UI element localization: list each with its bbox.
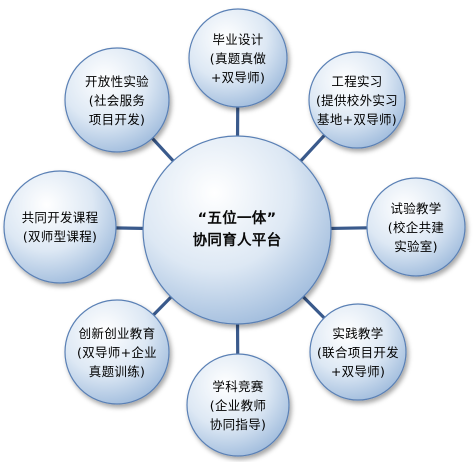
node-label-open-experiment: 开放性实验 (社会服务项目开发) <box>65 48 169 152</box>
node-label-experimental-teaching-line: 试验教学 <box>390 200 442 216</box>
node-label-subject-competition: 学科竞赛 (企业教师协同指导) <box>187 354 289 456</box>
node-subject-competition <box>186 353 290 457</box>
node-label-experimental-teaching: 试验教学 (校企共建实验室) <box>367 178 465 276</box>
node-label-graduation-design: 毕业设计 (真题真做 +双导师) <box>189 9 287 107</box>
node-label-innovation-education-line: (双导师+企业 <box>77 344 157 360</box>
node-label-innovation-education: 创新创业教育 (双导师+企业真题训练) <box>65 300 169 404</box>
node-label-innovation-education-line: 真题训练) <box>88 363 146 379</box>
node-graduation-design <box>188 8 288 108</box>
node-label-joint-curriculum-line: (双师型课程) <box>22 229 98 244</box>
center-label: “五位一体” 协同育人平台 <box>143 136 331 324</box>
node-label-graduation-design-line: 毕业设计 <box>212 31 264 47</box>
node-circles <box>3 8 466 457</box>
node-label-open-experiment-line: 开放性实验 <box>84 73 149 89</box>
node-label-engineering-internship-line: 基地+双导师) <box>317 111 397 127</box>
node-practice-teaching <box>309 303 407 401</box>
node-label-open-experiment-line: (社会服务 <box>88 92 146 108</box>
node-open-experiment <box>64 47 170 153</box>
node-label-practice-teaching-line: 实践教学 <box>332 325 384 341</box>
node-label-open-experiment-line: 项目开发) <box>88 111 146 127</box>
node-label-engineering-internship-line: 工程实习 <box>331 73 383 89</box>
node-label-experimental-teaching-line: (校企共建 <box>387 219 445 235</box>
node-label-joint-curriculum: 共同开发课程 (双师型课程) <box>4 171 116 283</box>
node-label-subject-competition-line: 学科竞赛 <box>212 378 264 394</box>
node-label-experimental-teaching-line: 实验室) <box>394 238 438 254</box>
node-innovation-education <box>64 299 170 405</box>
node-label-practice-teaching-line: (联合项目开发 <box>317 344 399 360</box>
node-label-subject-competition-line: (企业教师 <box>209 397 267 413</box>
node-joint-curriculum <box>3 170 117 284</box>
node-label-innovation-education-line: 创新创业教育 <box>78 325 156 341</box>
node-label-practice-teaching: 实践教学 (联合项目开发 +双导师) <box>310 304 406 400</box>
node-experimental-teaching <box>366 177 466 277</box>
center-node <box>142 135 332 325</box>
node-label-practice-teaching-line: +双导师) <box>330 363 386 379</box>
node-label-joint-curriculum-line: 共同开发课程 <box>21 210 99 225</box>
node-engineering-internship <box>308 51 406 149</box>
node-label-engineering-internship-line: (提供校外实习 <box>316 92 398 108</box>
center-label-line: “五位一体” <box>197 211 277 227</box>
center-label-line: 协同育人平台 <box>192 233 282 249</box>
node-label-engineering-internship: 工程实习 (提供校外实习基地+双导师) <box>309 52 405 148</box>
node-label-graduation-design-line: +双导师) <box>210 69 266 85</box>
node-label-graduation-design-line: (真题真做 <box>209 50 267 66</box>
node-label-subject-competition-line: 协同指导) <box>209 416 267 432</box>
